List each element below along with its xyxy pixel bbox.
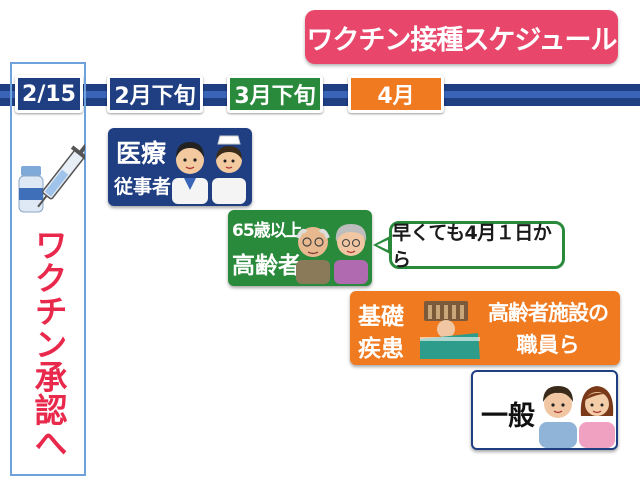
general-label: 一般 (481, 401, 535, 432)
basic-line2: 疾患 (358, 336, 404, 362)
note-pointer-inner (377, 240, 388, 250)
vaccine-syringe-icon (18, 144, 85, 213)
group-underlying-conditions: 基礎 疾患 高齢者施設の 職員ら (350, 291, 620, 365)
man-icon (539, 386, 577, 448)
elderly-line1: 65歳以上 (232, 221, 303, 241)
page-title: ワクチン接種スケジュール (305, 10, 618, 64)
nurse-icon (212, 135, 246, 204)
note-april-start: 早くても4月１日から (389, 221, 565, 271)
woman-icon (579, 386, 615, 448)
group-general-public: 一般 (471, 370, 618, 450)
medical-line1: 医療 (116, 139, 167, 168)
timeline-date-late-mar: 3月下旬 (227, 75, 323, 113)
elderly-woman-icon (334, 224, 368, 284)
group-elderly: 65歳以上 高齢者 (228, 210, 372, 286)
basic-line1: 基礎 (358, 304, 404, 330)
medical-line2: 従事者 (114, 176, 172, 198)
timeline-date-2-15: 2/15 (15, 75, 83, 113)
basic-extra-line1: 高齢者施設の (488, 301, 609, 325)
doctor-icon (172, 142, 208, 204)
approval-frame (10, 62, 86, 476)
timeline-date-apr: 4月 (348, 75, 444, 113)
timeline-date-late-feb: 2月下旬 (107, 75, 203, 113)
group-medical-workers: 医療 従事者 (108, 128, 252, 206)
hospital-bed-patient-icon (420, 301, 480, 359)
basic-extra-line2: 職員ら (516, 333, 580, 357)
elderly-line2: 高齢者 (232, 253, 301, 279)
elderly-man-icon (296, 227, 330, 284)
vaccine-approval-label: ワクチン承認へ (29, 228, 68, 459)
